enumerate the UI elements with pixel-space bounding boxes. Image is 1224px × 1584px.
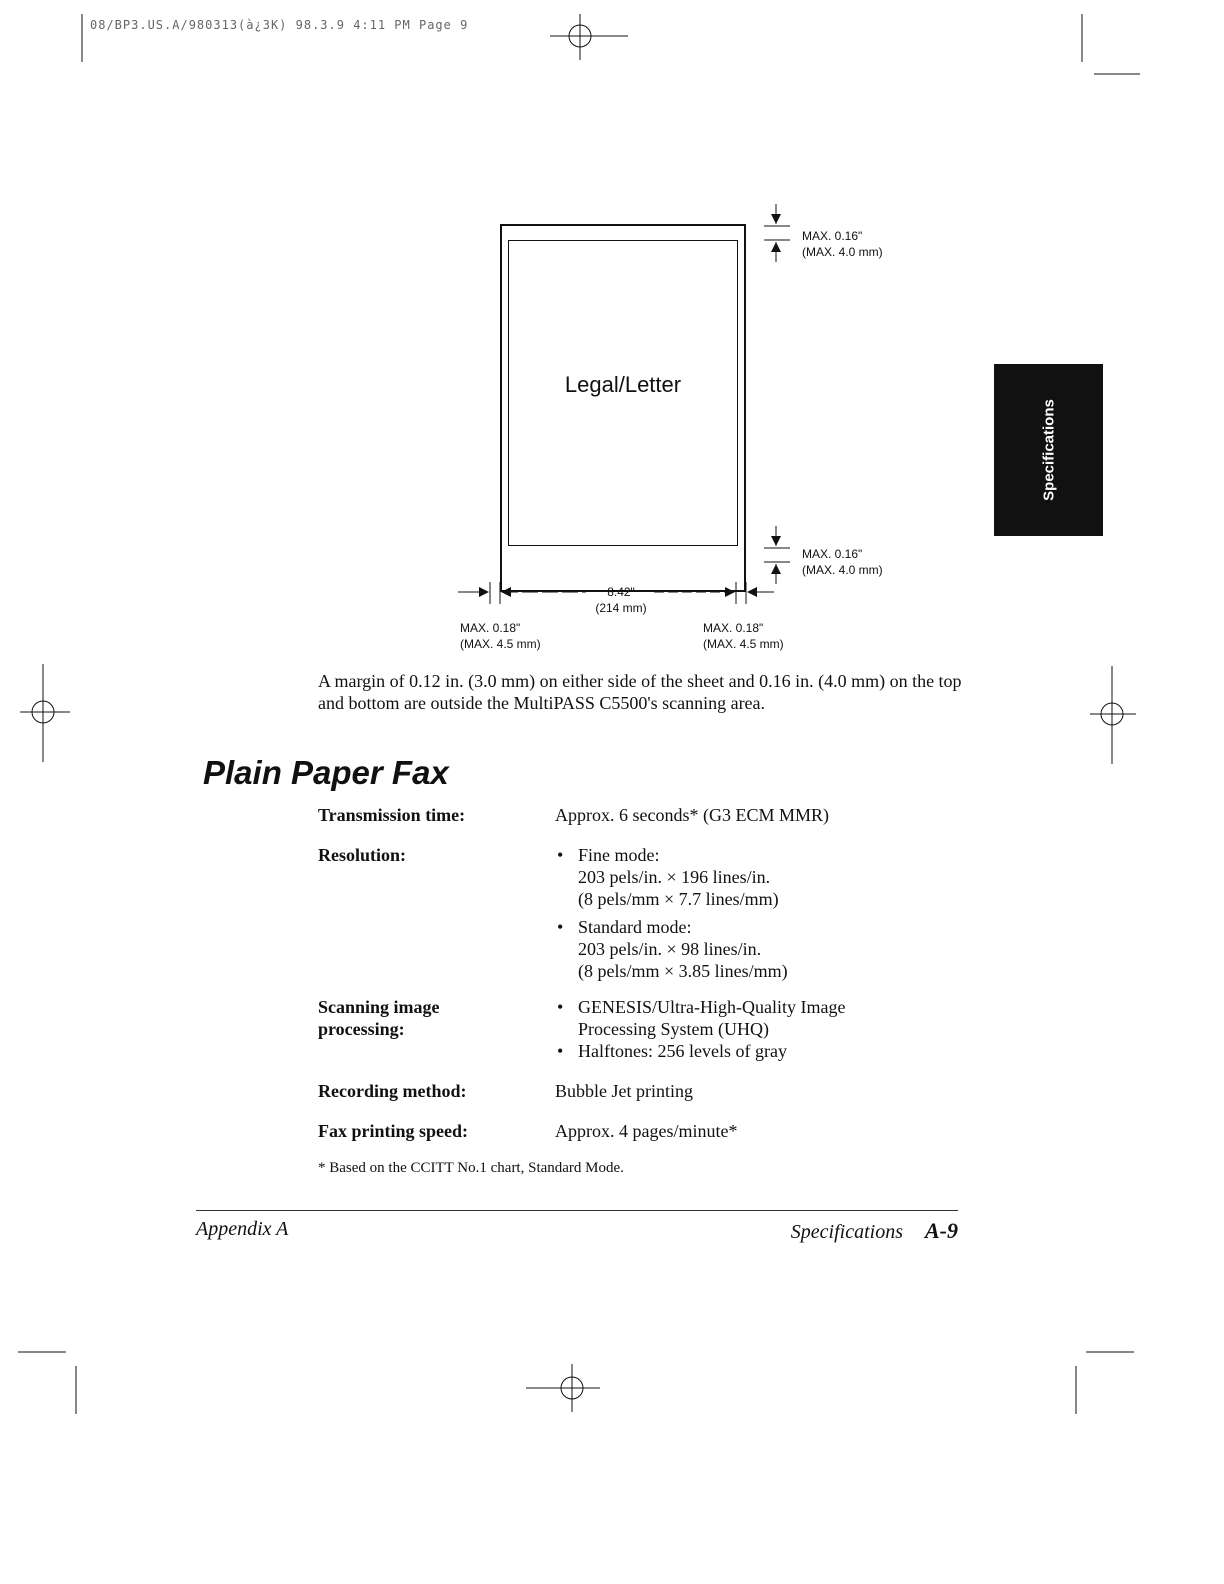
scanning-image-processing-label: Scanning image processing:	[318, 996, 440, 1040]
footer-right: Specifications A-9	[791, 1218, 958, 1244]
bottom-margin-inches: MAX. 0.16"	[802, 547, 863, 561]
standard-mode-inch: 203 pels/in. × 98 lines/in.	[578, 939, 762, 959]
footer-section: Specifications	[790, 1221, 903, 1243]
specifications-side-tab: Specifications	[994, 364, 1103, 536]
standard-mode-title: Standard mode:	[578, 917, 692, 937]
width-label: 8.42" (214 mm)	[592, 584, 650, 616]
fine-mode-inch: 203 pels/in. × 196 lines/in.	[578, 867, 771, 887]
registration-mark-right-icon	[1090, 666, 1136, 764]
bottom-margin-dimension-icon	[764, 526, 790, 584]
uhq-line1: GENESIS/Ultra-High-Quality Image	[578, 997, 846, 1017]
footer-divider	[196, 1210, 958, 1211]
left-margin-inches: MAX. 0.18"	[460, 621, 521, 635]
recording-method-value: Bubble Jet printing	[555, 1081, 693, 1101]
sheet-outline	[500, 224, 746, 592]
halftones-text: Halftones: 256 levels of gray	[578, 1041, 787, 1061]
registration-mark-bottom-icon	[526, 1364, 600, 1412]
margin-description-paragraph: A margin of 0.12 in. (3.0 mm) on either …	[318, 671, 962, 713]
bottom-margin-label: MAX. 0.16" (MAX. 4.0 mm)	[802, 546, 883, 578]
page-number: A-9	[925, 1218, 958, 1243]
right-margin-label: MAX. 0.18" (MAX. 4.5 mm)	[703, 620, 784, 652]
top-margin-mm: (MAX. 4.0 mm)	[802, 245, 883, 259]
recording-method-label: Recording method:	[318, 1081, 467, 1101]
right-margin-mm: (MAX. 4.5 mm)	[703, 637, 784, 651]
side-tab-label: Specifications	[1040, 399, 1057, 501]
fax-printing-speed-label: Fax printing speed:	[318, 1121, 469, 1141]
left-margin-mm: (MAX. 4.5 mm)	[460, 637, 541, 651]
footer-appendix: Appendix A	[196, 1218, 289, 1240]
uhq-line2: Processing System (UHQ)	[578, 1019, 769, 1039]
standard-mode-mm: (8 pels/mm × 3.85 lines/mm)	[578, 961, 788, 981]
fine-mode-title: Fine mode:	[578, 845, 660, 865]
width-mm: (214 mm)	[595, 601, 647, 615]
list-item: Standard mode: 203 pels/in. × 98 lines/i…	[555, 916, 788, 982]
registration-mark-left-icon	[20, 664, 70, 762]
resolution-list: Fine mode: 203 pels/in. × 196 lines/in. …	[555, 844, 788, 988]
right-margin-inches: MAX. 0.18"	[703, 621, 764, 635]
footnote: * Based on the CCITT No.1 chart, Standar…	[318, 1160, 624, 1176]
bottom-margin-mm: (MAX. 4.0 mm)	[802, 563, 883, 577]
resolution-label: Resolution:	[318, 845, 407, 865]
sheet-size-label: Legal/Letter	[564, 372, 682, 397]
top-margin-inches: MAX. 0.16"	[802, 229, 863, 243]
list-item: GENESIS/Ultra-High-Quality Image Process…	[555, 996, 845, 1040]
transmission-time-label: Transmission time:	[318, 805, 466, 825]
scanning-list: GENESIS/Ultra-High-Quality Image Process…	[555, 996, 845, 1068]
width-inches: 8.42"	[607, 585, 635, 599]
scanning-label-line2: processing:	[318, 1019, 405, 1039]
list-item: Fine mode: 203 pels/in. × 196 lines/in. …	[555, 844, 788, 910]
registration-mark-top-icon	[550, 14, 628, 60]
section-heading: Plain Paper Fax	[203, 754, 449, 791]
fax-printing-speed-value: Approx. 4 pages/minute*	[555, 1121, 738, 1141]
scanning-label-line1: Scanning image	[318, 997, 440, 1017]
left-margin-label: MAX. 0.18" (MAX. 4.5 mm)	[460, 620, 541, 652]
scanning-area-outline	[508, 240, 738, 546]
list-item: Halftones: 256 levels of gray	[555, 1040, 845, 1062]
top-margin-dimension-icon	[764, 204, 790, 262]
fine-mode-mm: (8 pels/mm × 7.7 lines/mm)	[578, 889, 779, 909]
transmission-time-value: Approx. 6 seconds* (G3 ECM MMR)	[555, 805, 829, 825]
print-slug: 08/BP3.US.A/980313(à¿3K) 98.3.9 4:11 PM …	[90, 18, 469, 32]
top-margin-label: MAX. 0.16" (MAX. 4.0 mm)	[802, 228, 883, 260]
